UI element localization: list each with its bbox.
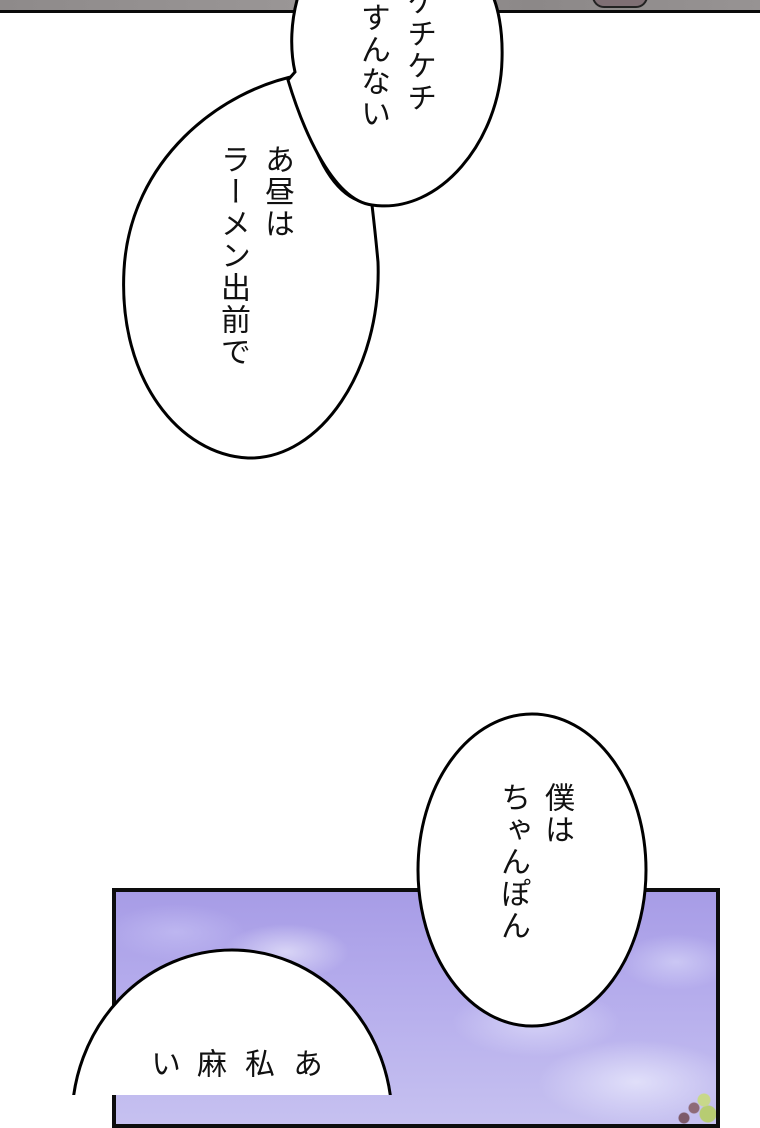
bubble-champon-line-2: ちゃんぽん [495, 782, 530, 942]
speech-bubbles-layer [72, 0, 648, 1095]
bubble-watashi-line-4: い [145, 1048, 180, 1080]
bubble-champon-line-1: 僕は [539, 782, 574, 846]
bubble-watashi-line-2: 私 [239, 1048, 274, 1080]
speech-bubble-kechi-outline [286, 0, 504, 208]
speech-bubble-watashi-outline [72, 948, 392, 1095]
bubble-watashi-line-1: あ [287, 1048, 322, 1080]
speech-bubble-champon-outline [416, 712, 648, 1028]
bubble-ramen-line-2: ラーメン出前で [215, 144, 250, 368]
bubble-kechi-line-1: ケチケチ [401, 0, 436, 114]
bubble-watashi-line-3: 麻 [191, 1048, 226, 1080]
tree-foliage [676, 1090, 716, 1124]
bubble-kechi-line-2: すんない [355, 2, 390, 130]
bubble-ramen-line-1: あ昼は [259, 144, 294, 240]
